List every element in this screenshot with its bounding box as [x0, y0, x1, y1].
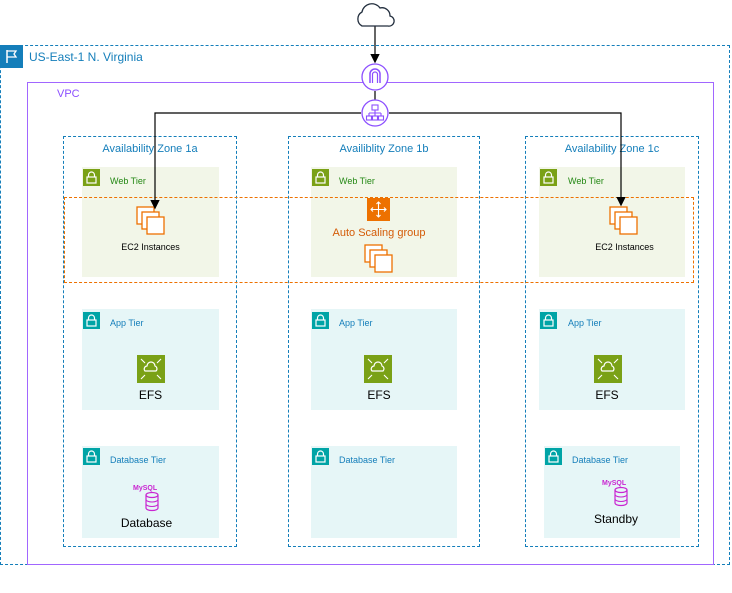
- lock-icon: [83, 448, 100, 465]
- lock-icon: [312, 169, 329, 186]
- app-tier-1a-label: App Tier: [110, 318, 144, 328]
- mysql-database-icon: MySQL: [602, 480, 628, 507]
- az-1a-label: Availability Zone 1a: [102, 143, 198, 155]
- db-tier-1c-label: Database Tier: [572, 455, 629, 465]
- availability-zone-1c: [525, 136, 699, 547]
- region-flag-icon: [0, 45, 23, 68]
- lock-icon: [540, 169, 557, 186]
- app-tier-1c-label: App Tier: [568, 318, 602, 328]
- web-tier-1b-label: Web Tier: [339, 176, 375, 186]
- svg-text:MySQL: MySQL: [602, 480, 627, 487]
- database-tier-1b: [311, 446, 457, 538]
- cloud-icon: [357, 3, 395, 27]
- load-balancer-icon: [361, 99, 389, 127]
- efs-icon: [594, 355, 622, 383]
- database-label: Database: [120, 516, 173, 530]
- internet-gateway-icon: [361, 63, 389, 91]
- region-label: US-East-1 N. Virginia: [29, 50, 143, 64]
- efs-icon: [137, 355, 165, 383]
- ec2-1c-label: EC2 Instances: [595, 242, 654, 252]
- efs-1c-label: EFS: [595, 388, 619, 402]
- db-tier-1b-label: Database Tier: [339, 455, 396, 465]
- svg-text:MySQL: MySQL: [133, 485, 158, 492]
- lock-icon: [545, 448, 562, 465]
- ec2-1a-label: EC2 Instances: [121, 242, 180, 252]
- availability-zone-1a: [63, 136, 237, 547]
- auto-scaling-group: [64, 197, 694, 283]
- lock-icon: [312, 312, 329, 329]
- efs-icon: [364, 355, 392, 383]
- lock-icon: [83, 169, 100, 186]
- az-1c-label: Availability Zone 1c: [564, 143, 660, 155]
- db-tier-1a-label: Database Tier: [110, 455, 167, 465]
- ec2-instances-icon: [364, 244, 393, 273]
- ec2-instances-icon: [609, 206, 638, 235]
- web-tier-1a-label: Web Tier: [110, 176, 146, 186]
- ec2-instances-icon: [136, 206, 165, 235]
- efs-1b-label: EFS: [367, 388, 391, 402]
- az-1b-label: Availiblity Zone 1b: [339, 143, 429, 155]
- app-tier-1b-label: App Tier: [339, 318, 373, 328]
- lock-icon: [540, 312, 557, 329]
- availability-zone-1b: [288, 136, 480, 547]
- lock-icon: [83, 312, 100, 329]
- lock-icon: [312, 448, 329, 465]
- mysql-database-icon: MySQL: [133, 485, 159, 512]
- auto-scaling-icon: [367, 198, 390, 221]
- efs-1a-label: EFS: [138, 388, 163, 402]
- standby-label: Standby: [593, 512, 639, 526]
- auto-scaling-label: Auto Scaling group: [332, 227, 426, 239]
- database-tier-1c: [544, 446, 680, 538]
- vpc-label: VPC: [57, 88, 80, 100]
- web-tier-1c-label: Web Tier: [568, 176, 604, 186]
